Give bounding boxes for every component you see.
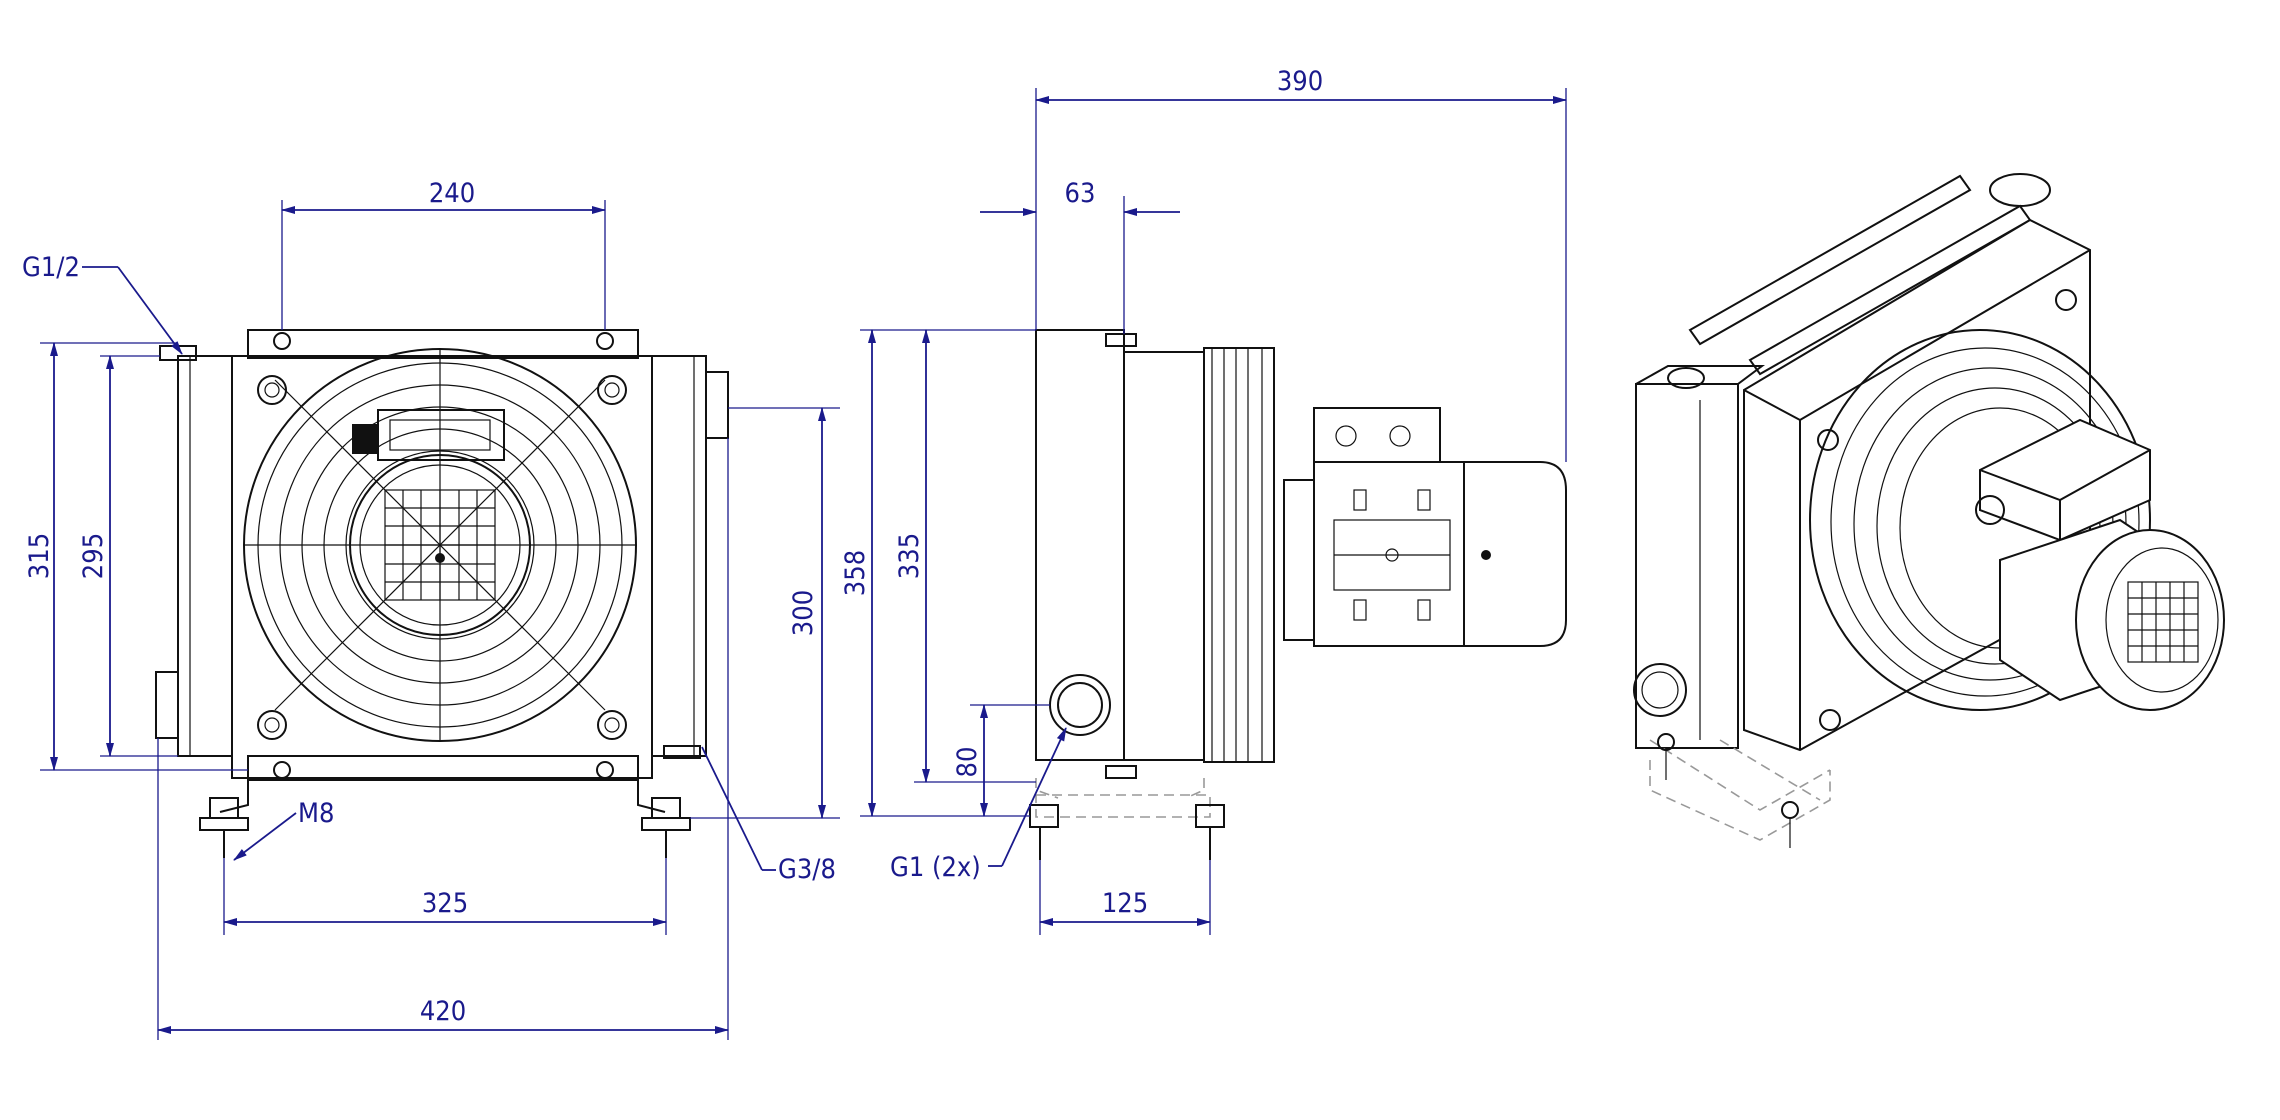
dim-63: 63 xyxy=(1065,178,1096,209)
dim-325: 325 xyxy=(422,888,468,919)
motor-cover-vent-icon xyxy=(2127,581,2199,663)
callout-g1-2: G1/2 xyxy=(22,252,80,283)
dim-240: 240 xyxy=(429,178,475,209)
front-view: 240 315 295 300 325 420 G1/2 M8 G3/8 xyxy=(22,178,840,1040)
dim-300: 300 xyxy=(788,590,819,636)
dim-295: 295 xyxy=(78,533,109,579)
dim-358: 358 xyxy=(840,550,871,596)
callout-g1-2x: G1 (2x) xyxy=(890,852,981,883)
mounting-foot xyxy=(199,780,691,858)
dim-335: 335 xyxy=(894,533,925,579)
callout-g3-8: G3/8 xyxy=(778,854,836,885)
dim-390: 390 xyxy=(1277,66,1323,97)
dim-80: 80 xyxy=(952,747,983,778)
dim-315: 315 xyxy=(24,533,55,579)
callout-m8: M8 xyxy=(298,798,334,829)
dim-125: 125 xyxy=(1102,888,1148,919)
isometric-view xyxy=(1633,173,2225,848)
dim-420: 420 xyxy=(420,996,466,1027)
side-view: 390 63 358 335 80 125 G1 (2x) xyxy=(840,66,1567,935)
mounting-hole-icon xyxy=(257,332,627,779)
motor-vent-grid-icon xyxy=(384,489,496,601)
